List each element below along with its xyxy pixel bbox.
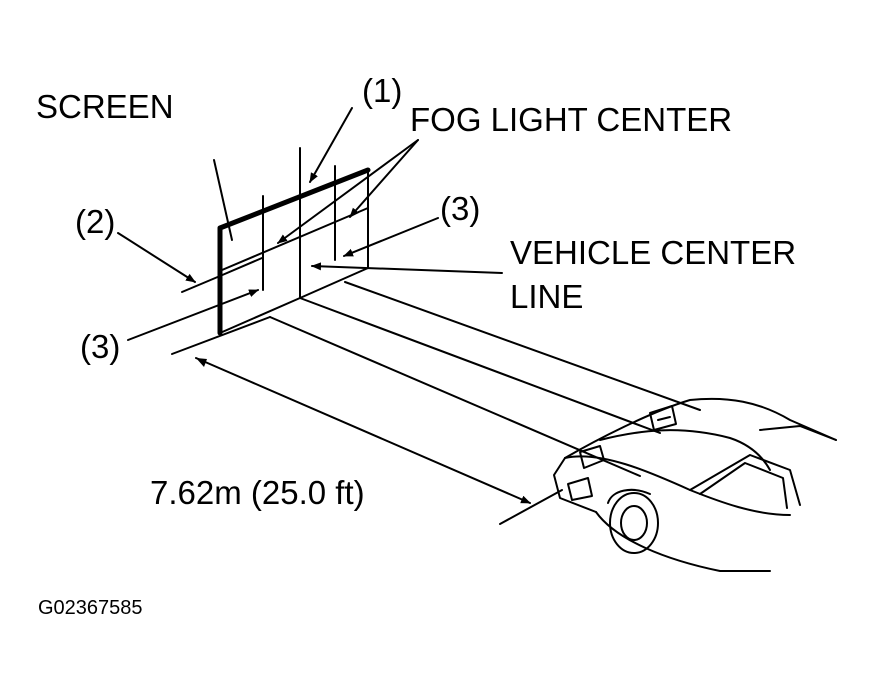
callout-2: (2) (75, 203, 116, 240)
screen-board (217, 167, 371, 336)
screen-reference-lines (221, 147, 369, 299)
callout-3-left: (3) (80, 328, 121, 365)
distance-dimension (195, 357, 563, 525)
vehicle-center-line-label: VEHICLE CENTER (510, 234, 797, 271)
callout-1: (1) (362, 72, 403, 109)
vehicle-center-line-label-cont: LINE (510, 278, 584, 315)
vehicle (553, 397, 837, 572)
callout-leaders (117, 107, 503, 341)
callout-3-right: (3) (440, 190, 481, 227)
figure-code: G02367585 (38, 597, 143, 619)
ground-lines (171, 257, 701, 477)
fog-light-center-label: FOG LIGHT CENTER (410, 101, 733, 138)
screen-label: SCREEN (36, 88, 174, 125)
distance-label: 7.62m (25.0 ft) (150, 474, 365, 511)
